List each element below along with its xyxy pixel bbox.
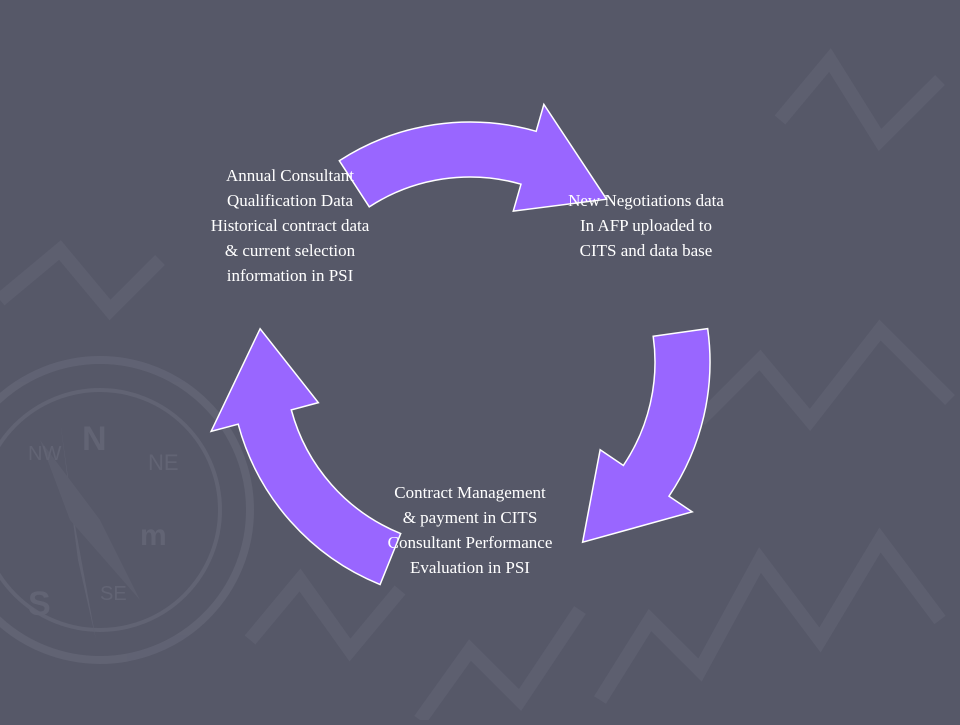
- node-line: Qualification Data: [226, 191, 354, 210]
- node-contract-management: Contract Management & payment in CITS Co…: [352, 480, 588, 580]
- node-line: & payment in CITS: [402, 508, 538, 527]
- node-line: information in PSI: [226, 266, 354, 285]
- node-line: Consultant Performance: [387, 533, 553, 552]
- node-line: Evaluation in PSI: [410, 558, 530, 577]
- curved-arrow-icon-new-negotiations-to-contract-management: [581, 327, 711, 544]
- curved-arrow-icon-contract-management-to-annual-qualification: [209, 327, 402, 586]
- compass-icon: N NE m S SE NW: [0, 356, 254, 664]
- node-line: CITS and data base: [579, 241, 713, 260]
- svg-text:NE: NE: [148, 450, 179, 475]
- node-annual-qualification: Annual Consultant Qualification Data His…: [172, 163, 408, 288]
- svg-text:NW: NW: [28, 443, 61, 465]
- node-line: Annual Consultant: [226, 166, 354, 185]
- zigzag-texture: [0, 48, 955, 725]
- node-line: & current selection: [224, 241, 356, 260]
- svg-text:m: m: [140, 519, 167, 552]
- curved-arrow-icon-annual-qualification-to-new-negotiations: [338, 102, 608, 212]
- node-line: In AFP uploaded to: [579, 216, 713, 235]
- node-line: Historical contract data: [210, 216, 370, 235]
- node-line: Contract Management: [394, 483, 546, 502]
- svg-text:N: N: [82, 420, 107, 458]
- node-new-negotiations: New Negotiations data In AFP uploaded to…: [530, 188, 762, 263]
- svg-text:S: S: [28, 585, 51, 623]
- node-line: New Negotiations data: [568, 191, 724, 210]
- svg-text:SE: SE: [100, 583, 127, 605]
